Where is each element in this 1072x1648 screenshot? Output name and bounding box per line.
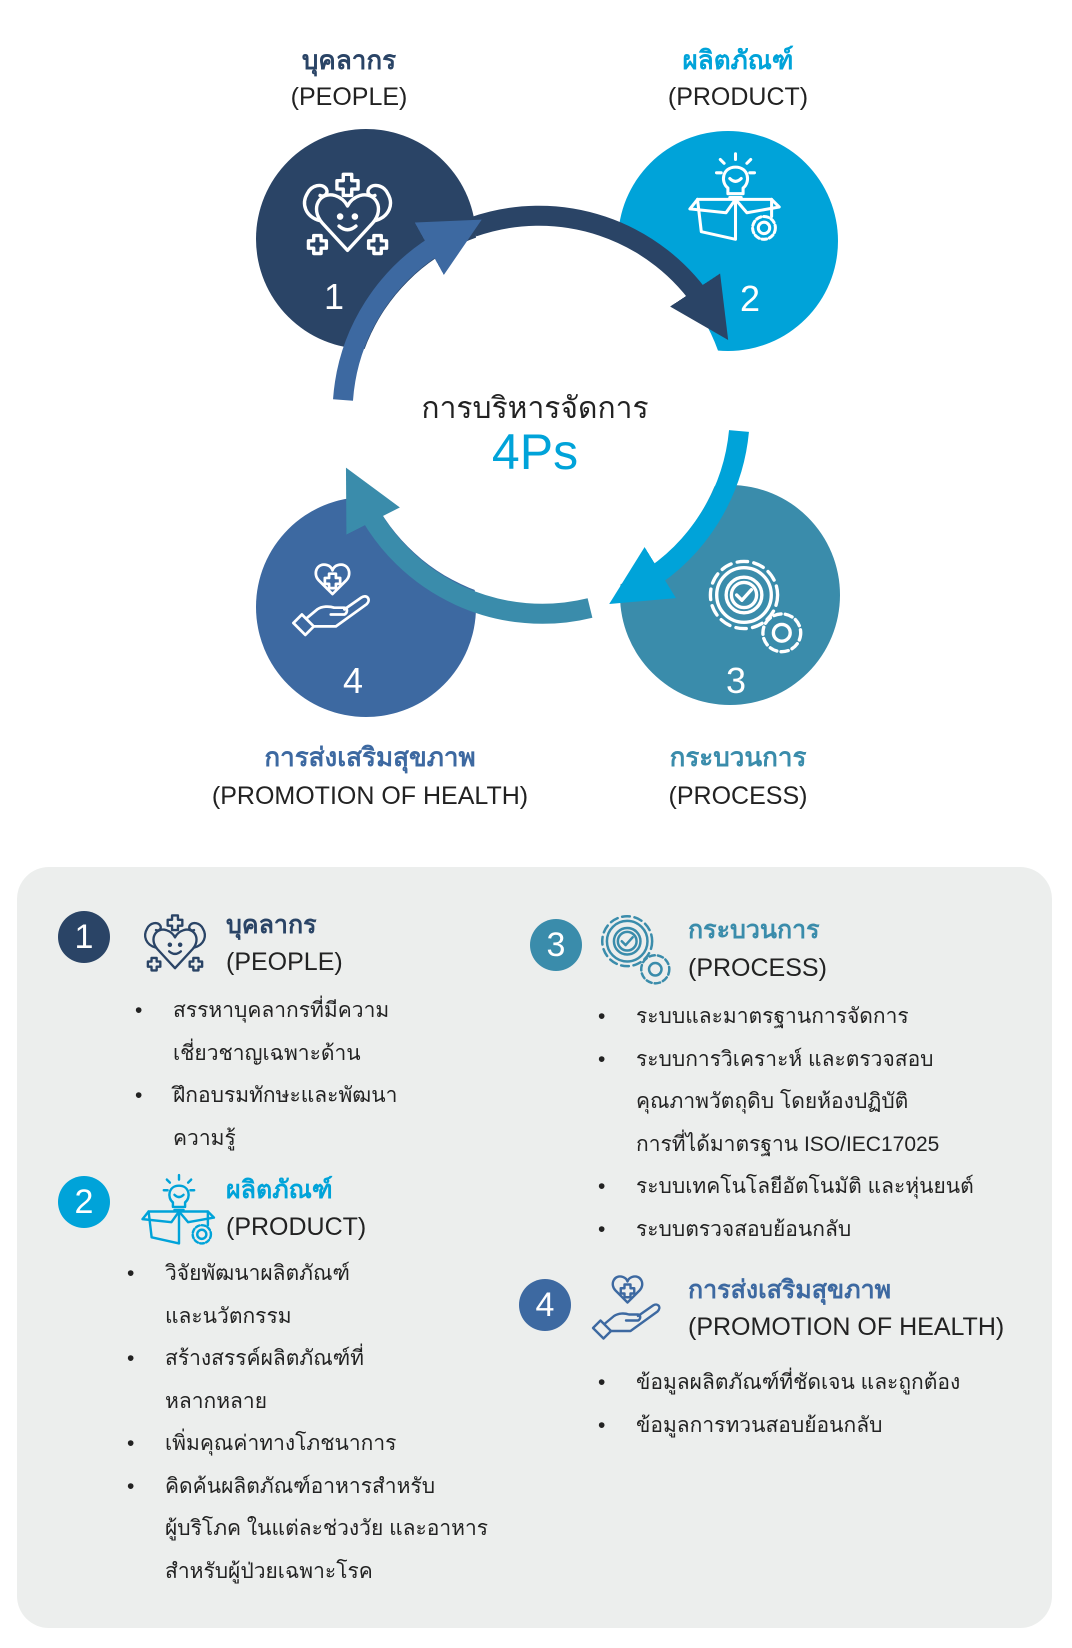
box-lightbulb-icon (141, 1173, 216, 1245)
bullet-line: • ระบบการวิเคราะห์ และตรวจสอบ (598, 1039, 974, 1082)
gears-check-icon (600, 914, 671, 985)
bullet-text: สำหรับผู้ป่วยเฉพาะโรค (165, 1559, 373, 1583)
bullet-dot: • (598, 1175, 606, 1198)
bullet-line: • ระบบและมาตรฐานการจัดการ (598, 996, 974, 1039)
bullet-text: การที่ได้มาตรฐาน ISO/IEC17025 (636, 1132, 940, 1156)
people-subtitle: (PEOPLE) (290, 83, 408, 111)
promotion-subtitle: (PROMOTION OF HEALTH) (211, 782, 529, 810)
promotion-number-badge: 4 (519, 1279, 571, 1331)
bullet-text: ข้อมูลผลิตภัณฑ์ที่ชัดเจน และถูกต้อง (636, 1371, 961, 1394)
bullet-line: คุณภาพวัตถุดิบ โดยห้องปฏิบัติ (636, 1081, 974, 1124)
heart-muscle-icon (143, 914, 207, 972)
bullet-dot: • (127, 1262, 135, 1285)
product-section-subtitle: (PRODUCT) (226, 1213, 367, 1241)
bullet-text: สรรหาบุคลากรที่มีความ (173, 999, 390, 1022)
process-bullet-list: • ระบบและมาตรฐานการจัดการ • ระบบการวิเคราะห… (598, 996, 974, 1252)
bullet-line: • คิดค้นผลิตภัณฑ์อาหารสำหรับ (127, 1466, 488, 1509)
process-number-badge: 3 (530, 919, 582, 971)
bullet-text: ระบบตรวจสอบย้อนกลับ (636, 1217, 852, 1241)
bullet-line: • ระบบเทคโนโลยีอัตโนมัติ และหุ่นยนต์ (598, 1166, 974, 1209)
bullet-line: การที่ได้มาตรฐาน ISO/IEC17025 (636, 1124, 974, 1167)
product-bullet-list: • วิจัยพัฒนาผลิตภัณฑ์และนวัตกรรม • สร้างสรร… (127, 1253, 488, 1594)
people-section-subtitle: (PEOPLE) (226, 948, 343, 976)
details-panel (17, 867, 1052, 1628)
bullet-line: • สรรหาบุคลากรที่มีความ (135, 990, 397, 1033)
promotion-section-title: การส่งเสริมสุขภาพ (688, 1276, 892, 1304)
bullet-text: สร้างสรรค์ผลิตภัณฑ์ที่ (165, 1347, 364, 1370)
bullet-text: ความรู้ (173, 1126, 236, 1150)
bullet-line: และนวัตกรรม (165, 1296, 488, 1339)
bullet-line: ความรู้ (173, 1118, 397, 1161)
bullet-text: ระบบเทคโนโลยีอัตโนมัติ และหุ่นยนต์ (636, 1175, 974, 1198)
bullet-dot: • (598, 1217, 606, 1241)
process-number: 3 (726, 660, 747, 701)
people-title: บุคลากร (301, 45, 397, 75)
bullet-text: ข้อมูลการทวนสอบย้อนกลับ (636, 1413, 883, 1437)
bullet-line: ผู้บริโภค ในแต่ละช่วงวัย และอาหาร (165, 1508, 488, 1551)
promotion-section-subtitle: (PROMOTION OF HEALTH) (688, 1313, 1005, 1341)
promotion-bullet-list: • ข้อมูลผลิตภัณฑ์ที่ชัดเจน และถูกต้อง • ข้อ… (598, 1362, 961, 1448)
hand-heart-icon (591, 1275, 661, 1340)
arrow-promotion-to-people (333, 219, 482, 401)
people-bullet-list: • สรรหาบุคลากรที่มีความเชี่ยวชาญเฉพาะด้าน… (135, 990, 398, 1161)
4ps-cycle-diagram (256, 129, 840, 717)
bullet-dot: • (598, 1047, 606, 1071)
product-number-badge: 2 (58, 1176, 110, 1228)
bullet-line: • ข้อมูลผลิตภัณฑ์ที่ชัดเจน และถูกต้อง (598, 1362, 961, 1405)
process-subtitle: (PROCESS) (668, 782, 808, 810)
promotion-title: การส่งเสริมสุขภาพ (264, 742, 476, 772)
bullet-dot: • (598, 1371, 606, 1394)
product-section-title: ผลิตภัณฑ์ (226, 1176, 333, 1204)
bullet-text: คิดค้นผลิตภัณฑ์อาหารสำหรับ (165, 1474, 436, 1498)
center-title: การบริหารจัดการ (421, 392, 649, 425)
bullet-text: ระบบและมาตรฐานการจัดการ (636, 1005, 909, 1028)
people-section-title: บุคลากร (226, 911, 317, 939)
bullet-dot: • (127, 1474, 135, 1498)
bullet-dot: • (135, 1084, 143, 1107)
people-number-badge: 1 (58, 911, 110, 963)
bullet-line: หลากหลาย (165, 1381, 488, 1424)
bullet-dot: • (127, 1432, 135, 1455)
bullet-line: • วิจัยพัฒนาผลิตภัณฑ์ (127, 1253, 488, 1296)
bullet-text: เชี่ยวชาญเฉพาะด้าน (173, 1041, 361, 1065)
process-section-subtitle: (PROCESS) (688, 954, 827, 982)
bullet-line: • ฝึกอบรมทักษะและพัฒนา (135, 1075, 398, 1118)
arrow-people-to-product (469, 205, 729, 341)
people-number: 1 (324, 276, 345, 317)
bullet-text: ระบบการวิเคราะห์ และตรวจสอบ (636, 1047, 934, 1071)
bullet-text: คุณภาพวัตถุดิบ โดยห้องปฏิบัติ (636, 1090, 909, 1113)
bullet-text: ผู้บริโภค ในแต่ละช่วงวัย และอาหาร (165, 1517, 489, 1540)
bullet-line: สำหรับผู้ป่วยเฉพาะโรค (165, 1551, 488, 1594)
center-disc (353, 226, 729, 602)
bullet-text: และนวัตกรรม (165, 1304, 292, 1328)
bullet-text: วิจัยพัฒนาผลิตภัณฑ์ (165, 1262, 350, 1285)
bullet-line: • เพิ่มคุณค่าทางโภชนาการ (127, 1423, 488, 1466)
process-title: กระบวนการ (669, 742, 807, 772)
bullet-text: ฝึกอบรมทักษะและพัฒนา (173, 1084, 398, 1107)
bullet-dot: • (598, 1413, 606, 1437)
bullet-dot: • (598, 1005, 606, 1028)
bullet-line: เชี่ยวชาญเฉพาะด้าน (173, 1033, 397, 1076)
product-subtitle: (PRODUCT) (667, 83, 809, 111)
arrow-product-to-process (609, 429, 749, 604)
bullet-line: • ข้อมูลการทวนสอบย้อนกลับ (598, 1405, 960, 1448)
bullet-line: • สร้างสรรค์ผลิตภัณฑ์ที่ (127, 1338, 488, 1381)
bullet-dot: • (135, 999, 143, 1022)
center-4ps: 4Ps (491, 424, 579, 480)
product-title: ผลิตภัณฑ์ (682, 45, 794, 75)
arrow-process-to-promotion (345, 467, 593, 624)
bullet-line: • ระบบตรวจสอบย้อนกลับ (598, 1209, 974, 1252)
bullet-text: หลากหลาย (165, 1389, 268, 1413)
process-section-title: กระบวนการ (688, 916, 820, 944)
product-number: 2 (740, 278, 761, 319)
promotion-number: 4 (343, 660, 364, 701)
bullet-dot: • (127, 1347, 135, 1370)
bullet-text: เพิ่มคุณค่าทางโภชนาการ (165, 1432, 397, 1455)
